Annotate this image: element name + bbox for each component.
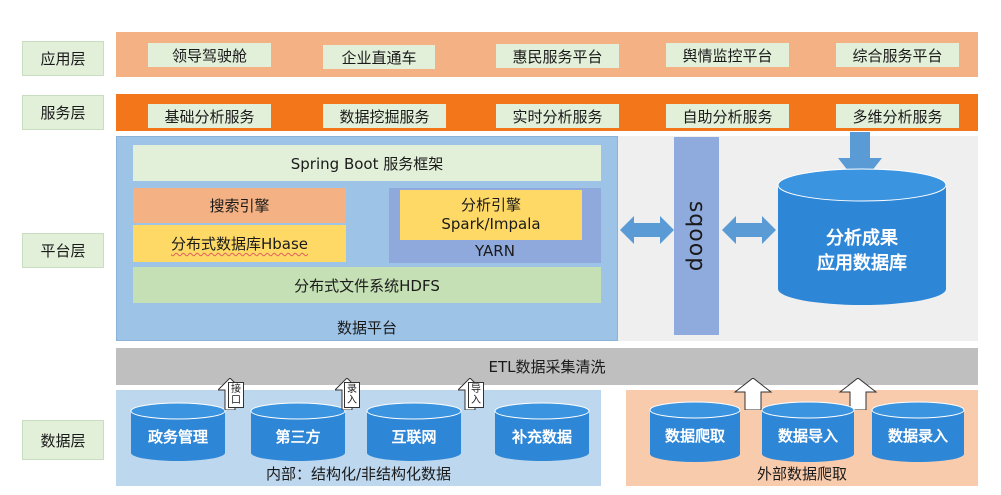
up-arrow-icon (838, 378, 878, 410)
analysis-engine-subtitle: Spark/Impala (441, 215, 541, 233)
hbase-label: 分布式数据库Hbase (170, 235, 309, 253)
tag-import-label: 导入 (471, 384, 481, 406)
layer-label-service: 服务层 (22, 95, 104, 130)
down-arrow-icon (838, 132, 882, 186)
external-data-caption: 外部数据爬取 (756, 464, 847, 483)
source-label: 数据录入 (887, 426, 948, 445)
double-arrow-icon (722, 216, 776, 244)
up-arrow-icon (733, 378, 773, 410)
source-cylinder-internet: 互联网 (366, 402, 462, 462)
app-item-sentiment-monitor: 舆情监控平台 (666, 43, 789, 67)
layer-label-application: 应用层 (22, 41, 104, 76)
yarn-label: YARN (475, 242, 515, 260)
service-item-self-analysis: 自助分析服务 (666, 104, 789, 128)
service-item-realtime-analysis: 实时分析服务 (496, 104, 619, 128)
source-cylinder-third-party: 第三方 (250, 402, 346, 462)
source-cylinder-import: 数据导入 (761, 401, 855, 463)
hbase-box: 分布式数据库Hbase (133, 225, 346, 262)
result-database-subtitle: 应用数据库 (817, 253, 907, 274)
source-cylinder-crawl: 数据爬取 (649, 401, 741, 463)
double-arrow-icon (620, 216, 674, 244)
source-label: 互联网 (391, 427, 437, 446)
app-item-enterprise-express: 企业直通车 (323, 45, 435, 69)
app-item-integrated-service: 综合服务平台 (836, 43, 959, 67)
app-item-public-service: 惠民服务平台 (496, 44, 619, 68)
layer-label-data: 数据层 (22, 420, 104, 460)
tag-entry: 录入 (344, 382, 360, 408)
spring-boot-framework: Spring Boot 服务框架 (133, 145, 601, 181)
internal-data-caption: 内部：结构化/非结构化数据 (265, 464, 452, 483)
source-label: 第三方 (275, 427, 321, 446)
sqoop-label: sqoop (684, 200, 709, 272)
tag-import: 导入 (468, 382, 484, 408)
source-label: 数据爬取 (664, 426, 725, 445)
search-engine-box: 搜索引擎 (133, 188, 346, 223)
service-item-basic-analysis: 基础分析服务 (148, 104, 271, 128)
sqoop-column (674, 137, 719, 335)
tag-interface-label: 接口 (231, 384, 241, 406)
etl-band: ETL数据采集清洗 (116, 348, 978, 385)
source-label: 补充数据 (511, 427, 572, 446)
source-cylinder-government: 政务管理 (130, 402, 226, 462)
analysis-engine-box: 分析引擎 Spark/Impala (400, 190, 582, 240)
tag-entry-label: 录入 (347, 384, 357, 406)
source-cylinder-entry: 数据录入 (871, 401, 965, 463)
layer-label-platform: 平台层 (22, 233, 104, 268)
data-platform-label: 数据平台 (336, 318, 397, 337)
source-cylinder-supplementary: 补充数据 (494, 402, 590, 462)
sqoop-label-wrap: sqoop (674, 137, 719, 335)
service-item-olap-analysis: 多维分析服务 (836, 104, 959, 128)
result-database-title: 分析成果 (826, 228, 898, 249)
tag-interface: 接口 (228, 382, 244, 408)
source-label: 数据导入 (777, 426, 838, 445)
result-database-cylinder: 分析成果 应用数据库 (777, 168, 947, 306)
analysis-engine-title: 分析引擎 (460, 196, 521, 214)
hdfs-box: 分布式文件系统HDFS (133, 267, 601, 303)
result-database-label: 分析成果 应用数据库 (777, 226, 947, 276)
service-item-data-mining: 数据挖掘服务 (323, 104, 446, 128)
source-label: 政务管理 (147, 427, 208, 446)
app-item-leader-cockpit: 领导驾驶舱 (148, 43, 271, 67)
